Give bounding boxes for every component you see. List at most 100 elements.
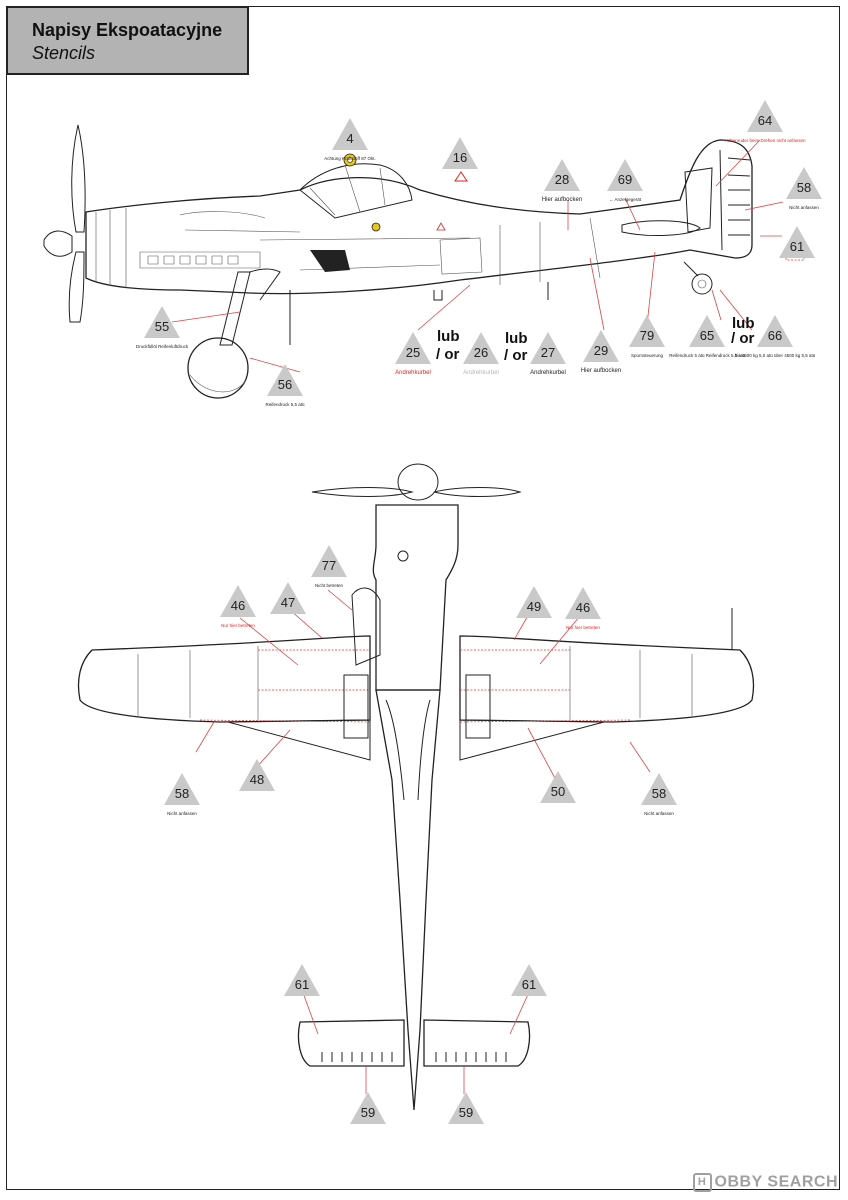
propeller-blade-lower (68, 251, 85, 323)
marker-caption: Reifendruck 5 atü Reifendruck 5,5 atü (669, 353, 745, 358)
stencil-marker-16: 16 (442, 137, 478, 169)
marker-number: 77 (322, 558, 336, 573)
marker-number: 48 (250, 772, 264, 787)
marker-number: 64 (758, 113, 772, 128)
marker-triangle (270, 582, 306, 614)
separator-or: / or (731, 330, 754, 347)
marker-number: 16 (453, 150, 467, 165)
top-spinner (397, 463, 439, 501)
wing-left (77, 635, 371, 723)
marker-triangle (583, 330, 619, 362)
marker-number: 69 (618, 172, 632, 187)
marker-caption: Nicht betreten (315, 583, 344, 588)
stencil-marker-66: 66 bis 4500 kg 5,0 atü über 4500 kg 5,5 a… (735, 315, 816, 358)
tailplane-right (423, 1019, 531, 1067)
marker-number: 58 (797, 180, 811, 195)
marker-number: 61 (522, 977, 536, 992)
propeller-blade-upper (71, 124, 86, 233)
stencil-marker-61: 61 (284, 964, 320, 996)
marker-caption: Andrehkurbel (530, 370, 566, 376)
page-title: Napisy Ekspoatacyjne (32, 20, 223, 40)
spinner (43, 230, 73, 257)
side-view-aircraft (43, 124, 805, 399)
marker-number: 46 (576, 600, 590, 615)
top-propeller-right (433, 487, 522, 497)
marker-number: 59 (459, 1105, 473, 1120)
stencil-marker-59: 59 (448, 1092, 484, 1124)
marker-triangle (565, 587, 601, 619)
separator-lub: lub (437, 328, 460, 345)
marker-caption: Druckfüllöl Reifenluftdruck (136, 344, 189, 349)
marker-triangle (144, 306, 180, 338)
marker-triangle (629, 315, 665, 347)
marker-caption: Nicht anfassen (789, 205, 819, 210)
page-subtitle: Stencils (32, 43, 96, 63)
marker-number: 58 (652, 786, 666, 801)
marker-triangle (530, 332, 566, 364)
separator-or: / or (436, 346, 459, 363)
marker-number: 59 (361, 1105, 375, 1120)
separator-lub-or-3: lub / or (731, 315, 755, 347)
marker-triangle (284, 964, 320, 996)
tailplane-left (297, 1019, 405, 1067)
marker-triangle (757, 315, 793, 347)
marker-triangle (332, 118, 368, 150)
main-wheel (187, 337, 249, 399)
main-gear-leg (219, 271, 251, 346)
marker-caption: Nur hier betreten (221, 623, 255, 628)
marker-triangle (641, 773, 677, 805)
marker-number: 79 (640, 328, 654, 343)
marker-number: 65 (700, 328, 714, 343)
marker-number: 56 (278, 377, 292, 392)
title-box: Napisy Ekspoatacyjne Stencils (6, 6, 249, 75)
marker-caption: bis 4500 kg 5,0 atü über 4500 kg 5,5 atü (735, 353, 816, 358)
stencil-marker-69: 69 ← Anzeigegerät (607, 159, 643, 202)
marker-triangle (448, 1092, 484, 1124)
marker-number: 46 (231, 598, 245, 613)
marker-caption: Nicht anfassen (167, 811, 197, 816)
marker-number: 25 (406, 345, 420, 360)
marker-number: 4 (346, 131, 353, 146)
marker-triangle (463, 332, 499, 364)
marker-triangle (689, 315, 725, 347)
tail-wheel (691, 273, 713, 295)
separator-lub: lub (732, 315, 755, 332)
marker-number: 61 (295, 977, 309, 992)
warning-triangle-icon (454, 171, 468, 182)
marker-triangle (442, 137, 478, 169)
marker-triangle (311, 545, 347, 577)
canopy (299, 163, 413, 219)
marker-triangle (267, 364, 303, 396)
marker-caption: Hier aufbocken (581, 368, 621, 374)
top-view-aircraft (77, 463, 755, 1111)
marker-number: 26 (474, 345, 488, 360)
separator-lub-or-2: lub / or (504, 330, 528, 364)
marker-number: 66 (768, 328, 782, 343)
marker-triangle (395, 332, 431, 364)
marker-caption: ← Anzeigegerät (609, 197, 642, 202)
page-frame (6, 6, 840, 1190)
marker-triangle (239, 759, 275, 791)
marker-number: 61 (790, 239, 804, 254)
marker-number: 50 (551, 784, 565, 799)
marker-number: 58 (175, 786, 189, 801)
marker-caption: Nur hier betreten (566, 625, 600, 630)
marker-triangle (786, 167, 822, 199)
fuselage-outline (85, 139, 753, 295)
marker-triangle (511, 964, 547, 996)
marker-triangle (779, 226, 815, 258)
